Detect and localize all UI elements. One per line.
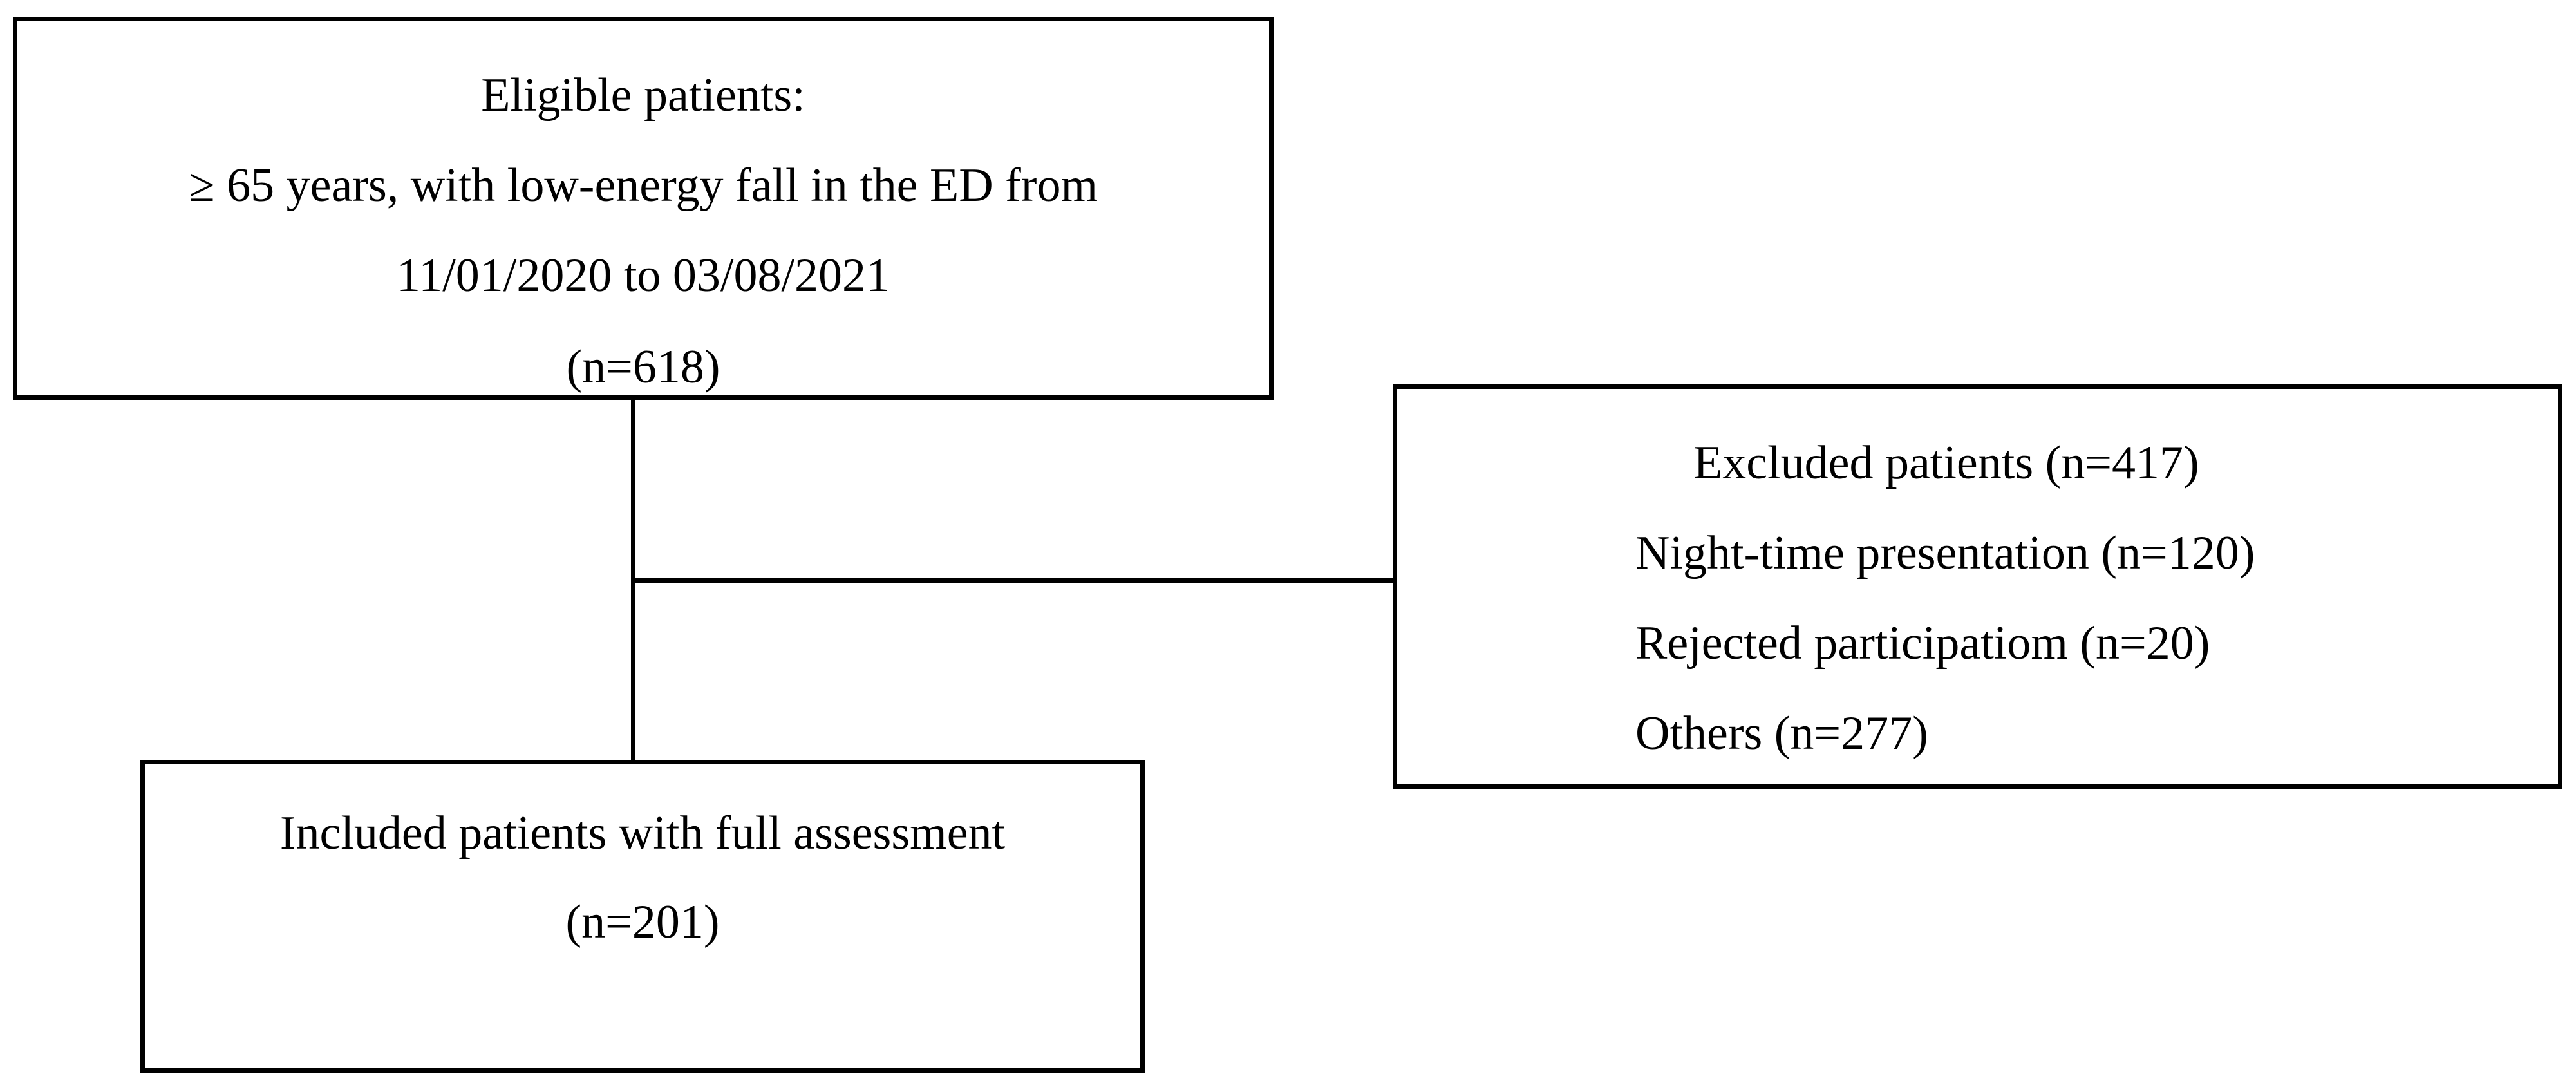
eligible-criteria: ≥ 65 years, with low-energy fall in the … [189, 159, 1098, 212]
included-count: (n=201) [565, 896, 720, 948]
excluded-reason-others: Others (n=277) [1635, 707, 1928, 760]
excluded-patients-box: Excluded patients (n=417) Night-time pre… [1393, 384, 2562, 789]
included-title: Included patients with full assessment [279, 807, 1006, 860]
excluded-reason-night-time: Night-time presentation (n=120) [1635, 527, 2255, 580]
eligible-title: Eligible patients: [481, 69, 805, 122]
eligible-patients-box: Eligible patients: ≥ 65 years, with low-… [13, 17, 1274, 400]
eligible-count: (n=618) [566, 341, 720, 393]
excluded-reason-rejected: Rejected participatiom (n=20) [1635, 617, 2210, 670]
flow-connector-vertical [631, 400, 635, 760]
flow-connector-horizontal [635, 578, 1393, 583]
eligible-date-range: 11/01/2020 to 03/08/2021 [396, 249, 890, 302]
included-patients-box: Included patients with full assessment (… [140, 760, 1145, 1073]
excluded-title: Excluded patients (n=417) [1693, 437, 2199, 489]
